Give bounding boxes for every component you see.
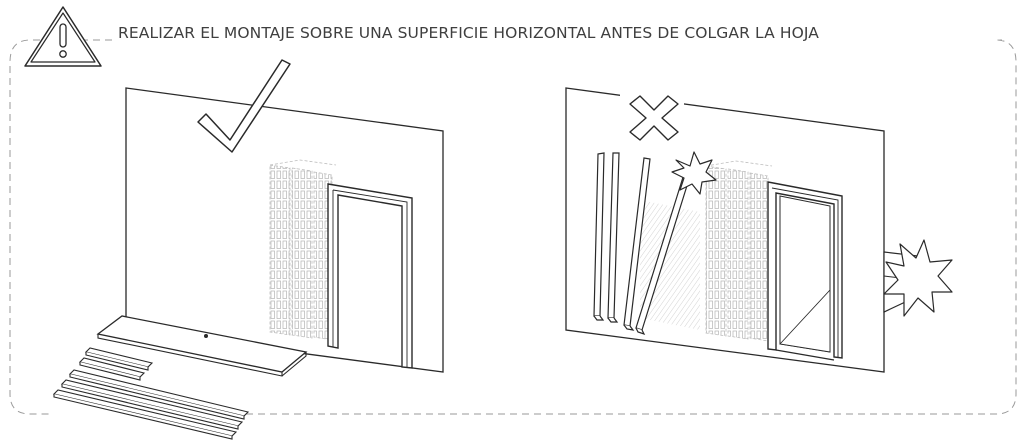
warning-triangle-icon: [24, 6, 102, 67]
assembly-instruction-text: REALIZAR EL MONTAJE SOBRE UNA SUPERFICIE…: [118, 24, 819, 42]
door-leaf-flat: [96, 315, 308, 377]
impact-burst-icon: [671, 151, 717, 195]
door-jamb: [327, 183, 413, 369]
correct-scene: [52, 59, 444, 440]
incorrect-scene: [565, 87, 953, 373]
pocket-frame-cassette: [705, 160, 773, 342]
checkmark-icon: [197, 59, 291, 153]
pocket-frame-cassette: [269, 159, 337, 341]
leaning-profiles: [593, 152, 691, 336]
impact-burst-icon: [883, 239, 953, 317]
door-jamb: [767, 181, 843, 361]
dashed-frame: [9, 39, 1017, 415]
floor-profiles: [52, 347, 250, 440]
cross-icon: [629, 95, 679, 141]
